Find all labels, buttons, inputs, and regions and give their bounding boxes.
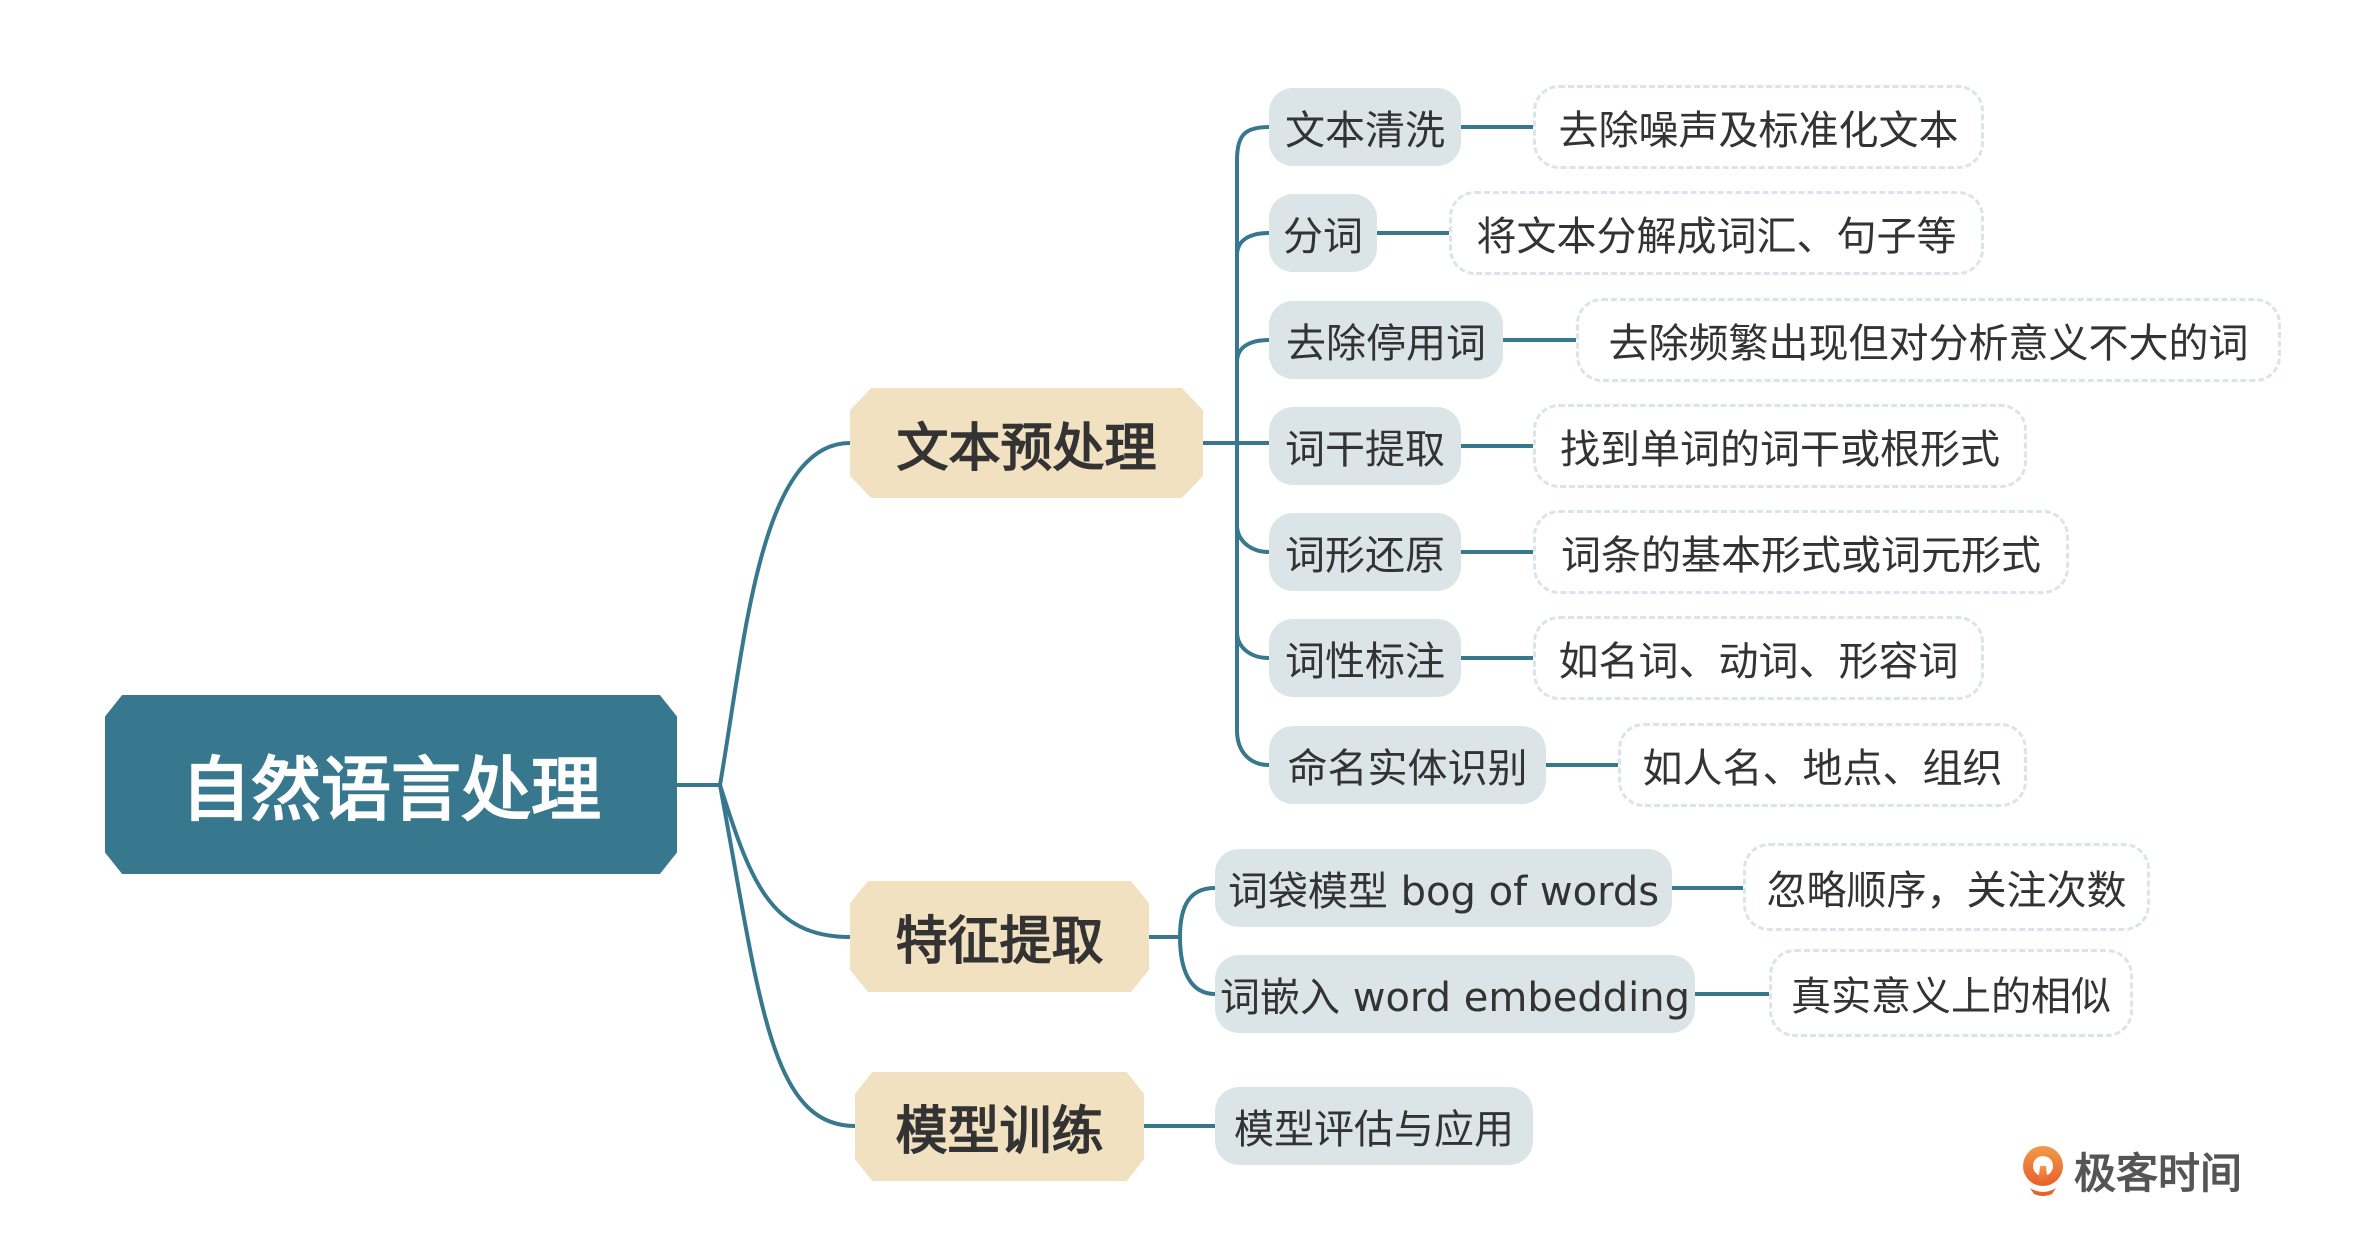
topic-label: 词袋模型 bog of words: [1227, 869, 1660, 915]
topic-label: 分词: [1283, 214, 1363, 260]
detail-label: 真实意义上的相似: [1791, 974, 2111, 1020]
detail-text-cleaning[interactable]: 去除噪声及标准化文本: [1533, 85, 1984, 169]
detail-tokenization[interactable]: 将文本分解成词汇、句子等: [1449, 191, 1984, 275]
detail-stemming[interactable]: 找到单词的词干或根形式: [1533, 404, 2027, 488]
logo-text: 极客时间: [2074, 1149, 2243, 1198]
detail-label: 将文本分解成词汇、句子等: [1476, 214, 1957, 260]
topic-label: 命名实体识别: [1287, 746, 1528, 792]
root-node[interactable]: 自然语言处理: [105, 695, 677, 874]
detail-label: 忽略顺序，关注次数: [1766, 868, 2127, 914]
detail-word-embedding[interactable]: 真实意义上的相似: [1769, 949, 2133, 1037]
topic-model-evaluation[interactable]: 模型评估与应用: [1215, 1087, 1533, 1165]
topic-stopword-removal[interactable]: 去除停用词: [1269, 301, 1503, 379]
topic-ner[interactable]: 命名实体识别: [1269, 726, 1546, 804]
topic-tokenization[interactable]: 分词: [1269, 194, 1377, 272]
topic-lemmatization[interactable]: 词形还原: [1269, 513, 1461, 591]
logo: 极客时间: [2020, 1140, 2242, 1201]
topic-label: 文本清洗: [1285, 108, 1445, 154]
detail-label: 去除噪声及标准化文本: [1558, 108, 1959, 154]
topic-word-embedding[interactable]: 词嵌入 word embedding: [1215, 955, 1695, 1033]
detail-label: 如名词、动词、形容词: [1558, 639, 1959, 685]
topic-pos-tagging[interactable]: 词性标注: [1269, 619, 1461, 697]
branch-model-training[interactable]: 模型训练: [855, 1072, 1144, 1181]
topic-label: 词干提取: [1285, 427, 1445, 473]
topic-label: 去除停用词: [1286, 321, 1486, 367]
branch-label: 特征提取: [895, 912, 1104, 972]
root-label: 自然语言处理: [181, 749, 601, 831]
branch-text-preprocessing[interactable]: 文本预处理: [850, 388, 1203, 498]
logo-pin-icon: [2023, 1145, 2063, 1196]
topic-text-cleaning[interactable]: 文本清洗: [1269, 88, 1461, 166]
branch-label: 模型训练: [895, 1102, 1104, 1162]
detail-label: 如人名、地点、组织: [1642, 746, 2003, 792]
detail-label: 找到单词的词干或根形式: [1560, 427, 2000, 473]
detail-bag-of-words[interactable]: 忽略顺序，关注次数: [1743, 843, 2150, 931]
topic-bag-of-words[interactable]: 词袋模型 bog of words: [1215, 849, 1672, 927]
topic-label: 模型评估与应用: [1234, 1107, 1514, 1153]
detail-label: 去除频繁出现但对分析意义不大的词: [1608, 321, 2249, 367]
detail-lemmatization[interactable]: 词条的基本形式或词元形式: [1533, 510, 2069, 594]
branch-feature-extraction[interactable]: 特征提取: [850, 881, 1149, 992]
topic-stemming[interactable]: 词干提取: [1269, 407, 1461, 485]
topic-label: 词嵌入 word embedding: [1220, 975, 1690, 1021]
branch-label: 文本预处理: [896, 418, 1157, 479]
topic-label: 词性标注: [1285, 639, 1445, 685]
topic-label: 词形还原: [1285, 533, 1445, 579]
detail-pos-tagging[interactable]: 如名词、动词、形容词: [1533, 616, 1984, 700]
detail-stopword-removal[interactable]: 去除频繁出现但对分析意义不大的词: [1576, 298, 2281, 382]
detail-ner[interactable]: 如人名、地点、组织: [1618, 723, 2027, 807]
detail-label: 词条的基本形式或词元形式: [1561, 533, 2041, 579]
